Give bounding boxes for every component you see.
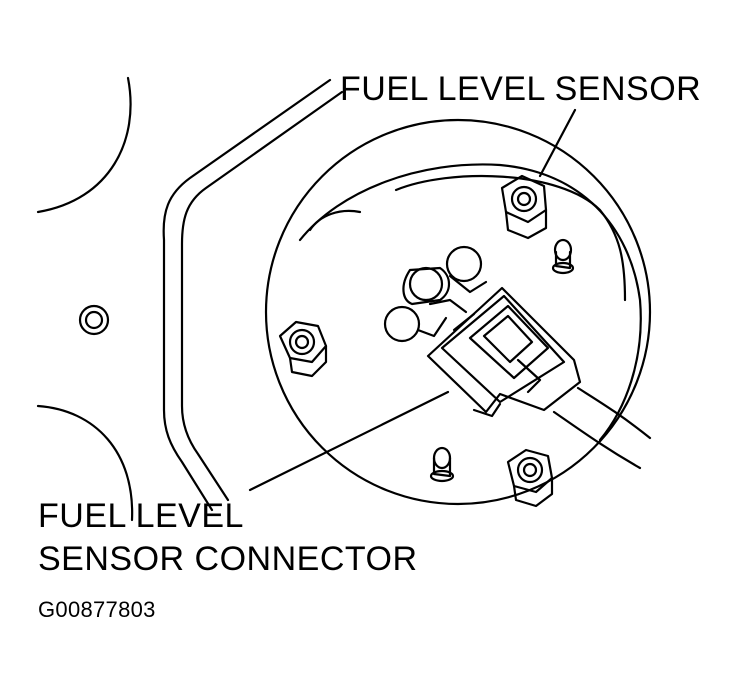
sender-plate-recess — [394, 174, 627, 302]
tank-flange-inner — [180, 90, 344, 502]
bolt-hole-outer — [78, 304, 110, 336]
nut-bottom — [506, 448, 554, 508]
label-fuel-level-sensor: FUEL LEVEL SENSOR — [340, 70, 702, 108]
figure-code: G00877803 — [38, 597, 156, 622]
nut-top-right — [500, 174, 548, 240]
sensor-connector — [426, 286, 582, 418]
terminal-cluster — [383, 245, 488, 343]
leader-line-sensor — [538, 108, 577, 178]
sender-plate-step — [308, 209, 362, 232]
leader-line-connector — [248, 390, 450, 492]
nut-left — [278, 320, 328, 378]
label-connector-line2: SENSOR CONNECTOR — [38, 540, 418, 578]
bolt-hole-inner — [84, 310, 104, 330]
wire-harness-lower — [552, 410, 642, 470]
stud-right — [551, 238, 575, 275]
label-connector-line1: FUEL LEVEL — [38, 497, 244, 535]
tank-contour-lower — [36, 404, 134, 522]
tank-contour-upper — [36, 76, 132, 214]
wire-harness-upper — [576, 386, 652, 440]
tank-flange-outer — [162, 78, 332, 512]
stud-bottom — [429, 446, 455, 483]
sender-plate-inner-ring — [298, 163, 642, 442]
sender-plate-outer — [264, 118, 652, 506]
